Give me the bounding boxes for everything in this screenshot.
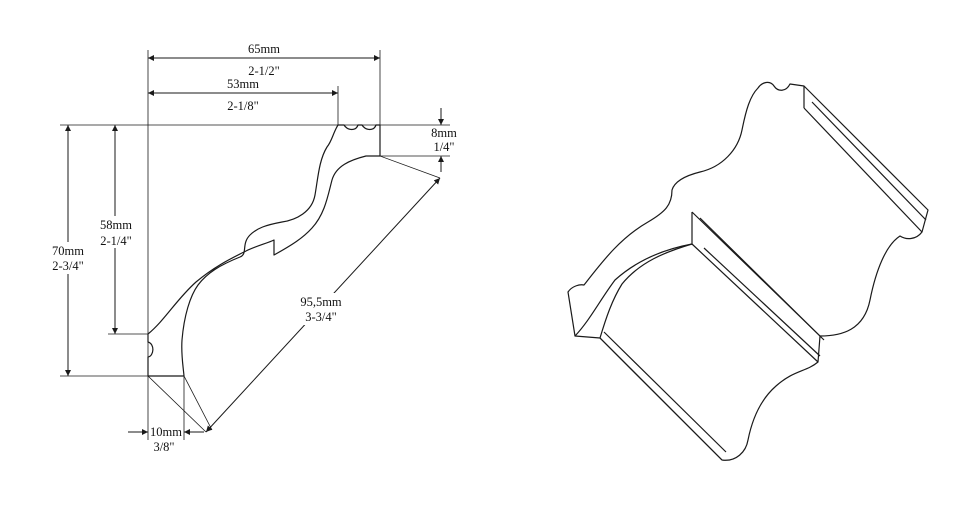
iso-front-face-left (599, 243, 693, 339)
dim-diagonal-imperial: 3-3/4" (305, 310, 337, 324)
dim-height-total-label-bg (46, 242, 92, 274)
iso-bottom-flat-inner (603, 331, 727, 453)
dim-height-total-metric: 70mm (52, 244, 84, 258)
profile-view: 65mm 2-1/2" 53mm 2-1/8" 8mm 1/4" 58mm 2-… (46, 42, 457, 454)
iso-step-ridge-inner (699, 217, 825, 341)
molding-profile-outline (147, 124, 381, 377)
dim-height-face-imperial: 2-1/4" (100, 234, 132, 248)
iso-molding-outline (567, 81, 929, 461)
dim-top-flat-metric: 8mm (431, 126, 457, 140)
iso-top-flat-inner (811, 101, 927, 221)
dim-diagonal-label-bg (292, 293, 350, 325)
dim-width-face-imperial: 2-1/8" (227, 99, 259, 113)
iso-bottom-flat-long-edge (599, 337, 723, 461)
dim-width-total-imperial: 2-1/2" (248, 64, 280, 78)
isometric-view (567, 81, 929, 461)
iso-front-cove-edge (574, 243, 693, 337)
iso-step-lower-inner (703, 247, 821, 357)
dim-height-face-label-bg (92, 216, 138, 248)
dim-width-total-metric: 65mm (248, 42, 280, 56)
dim-bottom-flat-imperial: 3/8" (153, 440, 174, 454)
diag-high-extension (379, 155, 441, 179)
dim-top-flat-imperial: 1/4" (433, 140, 454, 154)
dim-diagonal-metric: 95,5mm (300, 295, 342, 309)
iso-top-flat-long-edge (803, 107, 923, 233)
diag-low-extension (183, 375, 213, 431)
iso-step-lower (691, 243, 819, 363)
diag-corner-line (147, 375, 207, 433)
dim-width-face-metric: 53mm (227, 77, 259, 91)
dim-height-total-imperial: 2-3/4" (52, 259, 84, 273)
dim-height-face-metric: 58mm (100, 218, 132, 232)
dim-bottom-flat-metric: 10mm (150, 425, 182, 439)
